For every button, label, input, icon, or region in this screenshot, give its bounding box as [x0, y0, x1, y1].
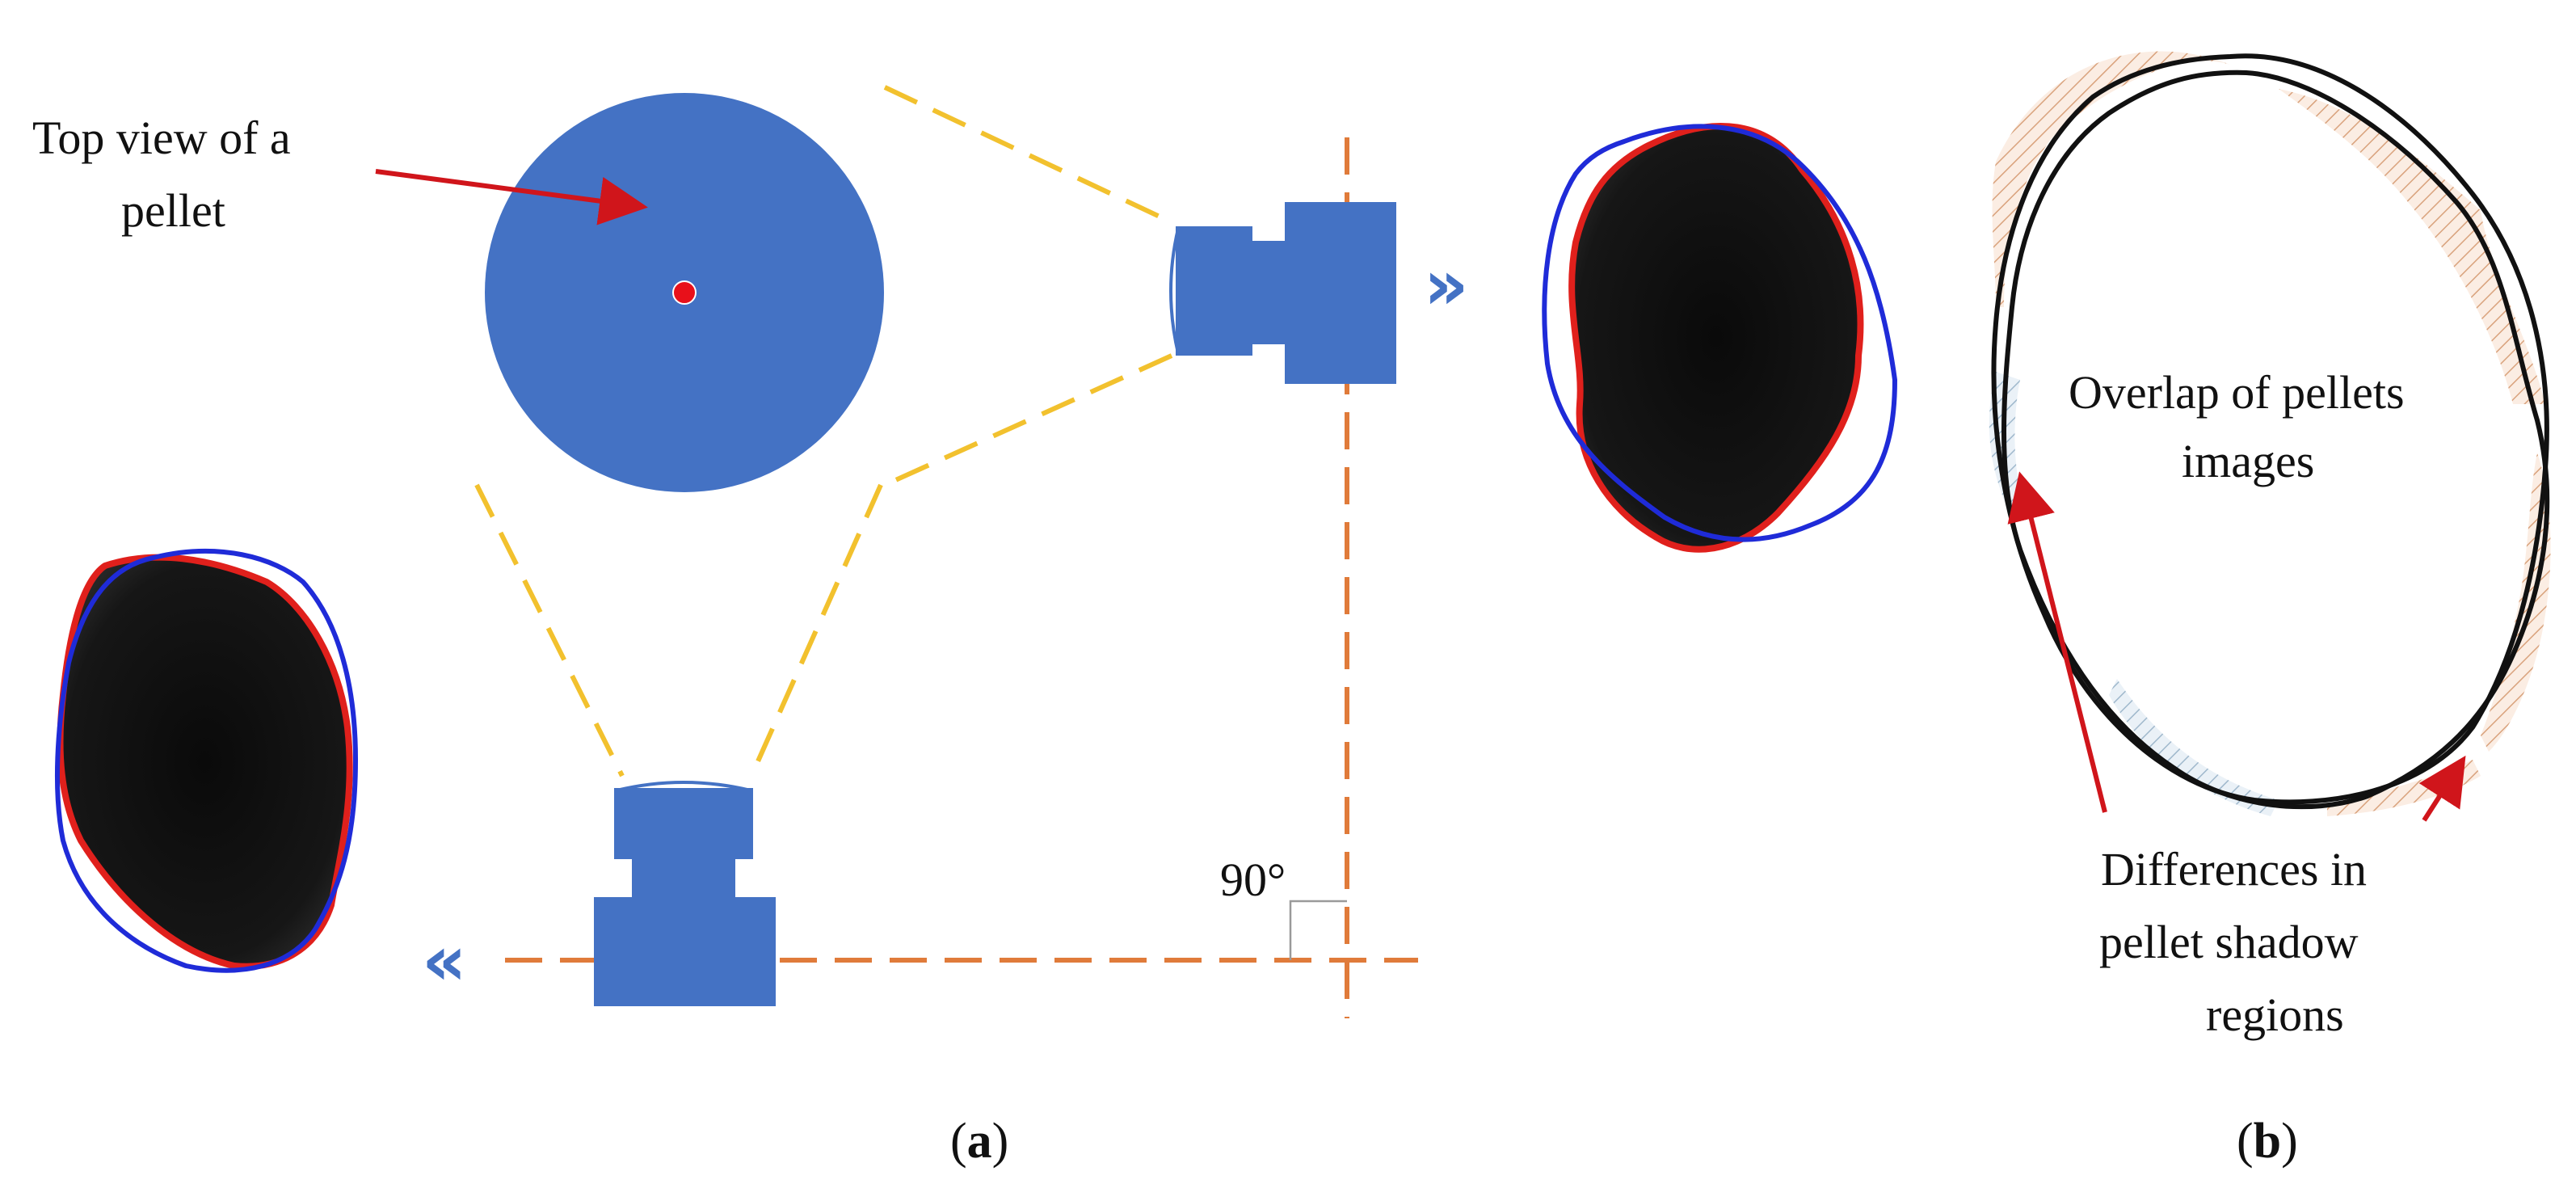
contour-blue-right: [1542, 124, 1897, 542]
bottom-camera: [594, 781, 776, 1006]
difference-region-bottom-left: [2109, 679, 2279, 816]
difference-region-top-left: [1992, 51, 2230, 307]
difference-arrow-right: [2418, 755, 2466, 822]
contour-blue-left: [54, 548, 358, 973]
diff-label-line2: pellet shadow: [2099, 916, 2359, 968]
angle-label: 90°: [1220, 853, 1286, 906]
diff-label-line3: regions: [2206, 988, 2344, 1041]
caption-b: (b): [2237, 1114, 2298, 1169]
overlap-label-line2: images: [2182, 435, 2314, 487]
pellet-shadow-image-left: [24, 533, 396, 986]
pellet-shadow-image-right: [1511, 93, 1907, 570]
difference-region-right: [2481, 453, 2551, 752]
caption-b-open: (: [2237, 1114, 2254, 1169]
difference-region-left: [1989, 372, 2028, 517]
panel-a: 90° Top view of a pellet » «: [24, 85, 1907, 1169]
bottom-camera-fov-lines: [474, 483, 883, 777]
caption-a-open: (: [950, 1114, 967, 1169]
right-angle-marker: [1289, 900, 1347, 960]
arrow-left-icon: «: [422, 921, 467, 1001]
difference-arrow-left: [2007, 471, 2107, 813]
arrow-right-icon: »: [1424, 245, 1469, 326]
pellet-outline-1: [1991, 53, 2549, 805]
caption-a: (a): [950, 1114, 1008, 1169]
difference-region-top-right: [2279, 89, 2545, 404]
overlap-label-line1: Overlap of pellets: [2069, 366, 2405, 419]
caption-b-letter: b: [2254, 1114, 2281, 1169]
pellet-outline-2: [2001, 70, 2550, 810]
caption-b-close: ): [2281, 1114, 2298, 1169]
caption-a-close: ): [992, 1114, 1009, 1169]
diff-label-line1: Differences in: [2101, 843, 2367, 895]
right-camera-fov-lines: [883, 85, 1173, 487]
right-camera: [1169, 202, 1396, 384]
panel-b: Overlap of pellets images Differences in…: [1989, 51, 2551, 1169]
caption-a-letter: a: [967, 1114, 992, 1169]
pellet-label-line1: Top view of a: [32, 112, 291, 164]
pellet-center-dot: [672, 280, 697, 305]
pellet-label-line2: pellet: [121, 184, 225, 237]
pellet-label-arrow: [375, 169, 648, 225]
